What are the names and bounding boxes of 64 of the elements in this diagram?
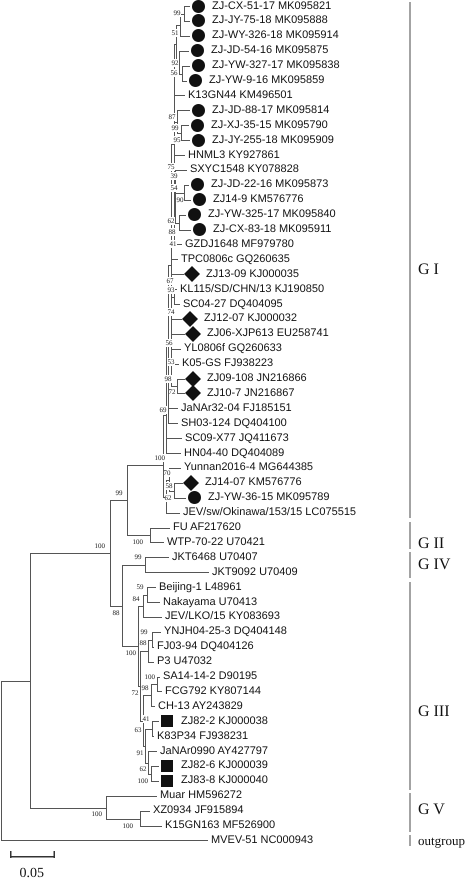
taxon-label: ZJ-WY-326-18 MK095914	[212, 29, 339, 42]
taxon-label: ZJ06-XJP613 EU258741	[207, 327, 329, 340]
taxon-label: ZJ82-2 KJ000038	[181, 714, 268, 728]
taxon-label: ZJ-JY-255-18 MK095909	[212, 134, 334, 147]
taxon-label: ZJ82-6 KJ000039	[181, 759, 268, 772]
taxon-label: HN04-40 DQ404089	[184, 446, 284, 460]
taxon-label: SC09-X77 JQ411673	[185, 432, 289, 445]
taxon-label: KL115/SD/CHN/13 KJ190850	[180, 282, 324, 296]
taxon-label: ZJ14-07 KM576776	[205, 476, 302, 490]
taxon-label: TPC0806c GQ260635	[181, 252, 290, 266]
taxon-label: Muar HM596272	[160, 789, 242, 802]
taxon-label: JEV/sw/Okinawa/153/15 LC075515	[183, 506, 356, 520]
taxon-label: ZJ-CX-51-17 MK095821	[212, 0, 332, 12]
taxon-label: P3 U47032	[157, 655, 212, 668]
taxon-label: SH03-124 DQ404100	[181, 416, 287, 430]
taxon-label: SXYC1548 KY078828	[190, 163, 299, 176]
taxon-label: CH-13 AY243829	[158, 700, 243, 713]
taxon-label: ZJ-JD-88-17 MK095814	[212, 104, 330, 117]
taxon-label: XZ0934 JF915894	[153, 804, 244, 818]
taxon-label: ZJ-YW-327-17 MK095838	[212, 59, 340, 72]
taxon-label: K15GN163 MF526900	[165, 819, 276, 832]
taxon-label: ZJ-JY-75-18 MK095888	[212, 14, 328, 28]
taxon-label: JEV/LKO/15 KY083693	[165, 610, 280, 624]
genotype-label: G I	[418, 261, 439, 279]
taxon-label: WTP-70-22 U70421	[167, 536, 265, 549]
taxon-label: SC04-27 DQ404095	[183, 298, 283, 310]
taxon-label: FU AF217620	[173, 521, 241, 534]
taxon-label: ZJ-YW-325-17 MK095840	[208, 208, 336, 222]
taxon-label: ZJ14-9 KM576776	[213, 193, 304, 206]
taxon-label: MVEV-51 NC000943	[211, 834, 314, 847]
scale-value: 0.05	[20, 866, 44, 882]
taxon-label: YNJH04-25-3 DQ404148	[164, 625, 287, 638]
taxon-label: ZJ83-8 KJ000040	[181, 774, 268, 788]
taxon-label: K83P34 FJ938231	[157, 730, 248, 743]
genotype-label: G III	[418, 703, 450, 721]
taxon-label: ZJ13-09 KJ000035	[206, 268, 299, 281]
taxon-label: ZJ-JD-22-16 MK095873	[211, 178, 328, 192]
taxon-label: Nakayama U70413	[163, 596, 258, 608]
genotype-label: outgroup	[418, 832, 465, 848]
taxon-label: FJ03-94 DQ404126	[157, 640, 254, 654]
taxon-label: ZJ-XJ-35-15 MK095790	[211, 118, 328, 132]
taxon-label: ZJ-YW-9-16 MK095859	[209, 74, 324, 87]
genotype-label: G IV	[418, 556, 450, 574]
taxon-label: ZJ09-108 JN216866	[207, 372, 307, 385]
taxon-label: ZJ12-07 KJ000032	[204, 312, 297, 326]
taxon-label: ZJ-CX-83-18 MK095911	[213, 223, 332, 236]
taxon-label: JKT9092 U70409	[212, 566, 298, 579]
taxon-label: GZDJ1648 MF979780	[185, 238, 294, 251]
taxon-label: Yunnan2016-4 MG644385	[184, 461, 314, 474]
taxon-label: SA14-14-2 D90195	[163, 670, 258, 683]
taxon-label: JaNAr0990 AY427797	[160, 744, 268, 758]
taxon-label: K05-GS FJ938223	[182, 357, 274, 370]
taxon-label: Beijing-1 L48961	[159, 580, 242, 594]
genotype-label: G V	[418, 801, 445, 819]
taxon-label: JKT6468 U70407	[172, 550, 258, 564]
taxon-label: ZJ-YW-36-15 MK095789	[208, 491, 330, 504]
taxon-label: FCG792 KY807144	[165, 684, 262, 698]
genotype-label: G II	[418, 535, 444, 553]
taxon-label: JaNAr32-04 FJ185151	[181, 402, 292, 415]
taxon-label: K13GN44 KM496501	[188, 88, 293, 102]
taxon-label: ZJ-JD-54-16 MK095875	[211, 44, 328, 58]
taxon-label: ZJ10-7 JN216867	[207, 386, 294, 400]
taxon-label: YL0806f GQ260633	[184, 342, 282, 356]
taxon-label: HNML3 KY927861	[188, 148, 280, 162]
